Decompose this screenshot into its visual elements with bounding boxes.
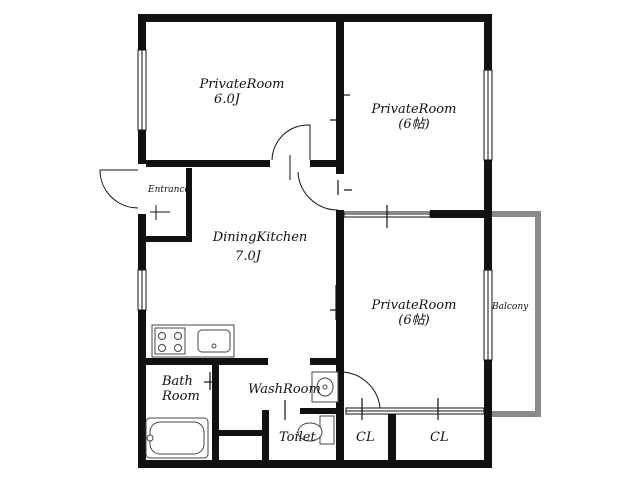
- room-size: 6.0J: [214, 92, 240, 107]
- room-name: PrivateRoom: [199, 77, 285, 92]
- room-size: 7.0J: [235, 249, 261, 264]
- room-name: PrivateRoom: [371, 102, 457, 117]
- room-name-line1: Bath: [162, 374, 193, 389]
- bathtub: [145, 417, 209, 459]
- room-label-entrance: Entrance: [148, 185, 190, 195]
- room-size: (6帖): [398, 117, 430, 132]
- entrance-shoe-box: [150, 205, 170, 220]
- room-label-wash-room: WashRoom: [248, 382, 321, 397]
- room-label-private-room-2: PrivateRoom (6帖): [364, 102, 464, 132]
- balcony-rail: [490, 211, 541, 417]
- room-label-closet-2: CL: [430, 430, 449, 445]
- room-label-toilet: Toilet: [279, 430, 316, 445]
- toilet-fixture: [297, 415, 335, 445]
- kitchen-counter: [151, 324, 235, 358]
- room-name: DiningKitchen: [212, 230, 308, 245]
- wash-basin: [311, 371, 339, 403]
- room-label-private-room-1: PrivateRoom 6.0J: [192, 77, 292, 107]
- sliding-doors: [204, 94, 439, 420]
- room-label-balcony: Balcony: [492, 302, 529, 312]
- room-size: (6帖): [398, 313, 430, 328]
- room-label-closet-1: CL: [356, 430, 375, 445]
- room-label-bath-room: Bath Room: [162, 374, 200, 404]
- room-name-line2: Room: [162, 389, 200, 404]
- room-label-dining-kitchen: DiningKitchen 7.0J: [200, 230, 320, 264]
- interior-walls: [146, 14, 492, 460]
- room-name: PrivateRoom: [371, 298, 457, 313]
- swing-doors: [99, 124, 381, 409]
- room-label-private-room-3: PrivateRoom (6帖): [364, 298, 464, 328]
